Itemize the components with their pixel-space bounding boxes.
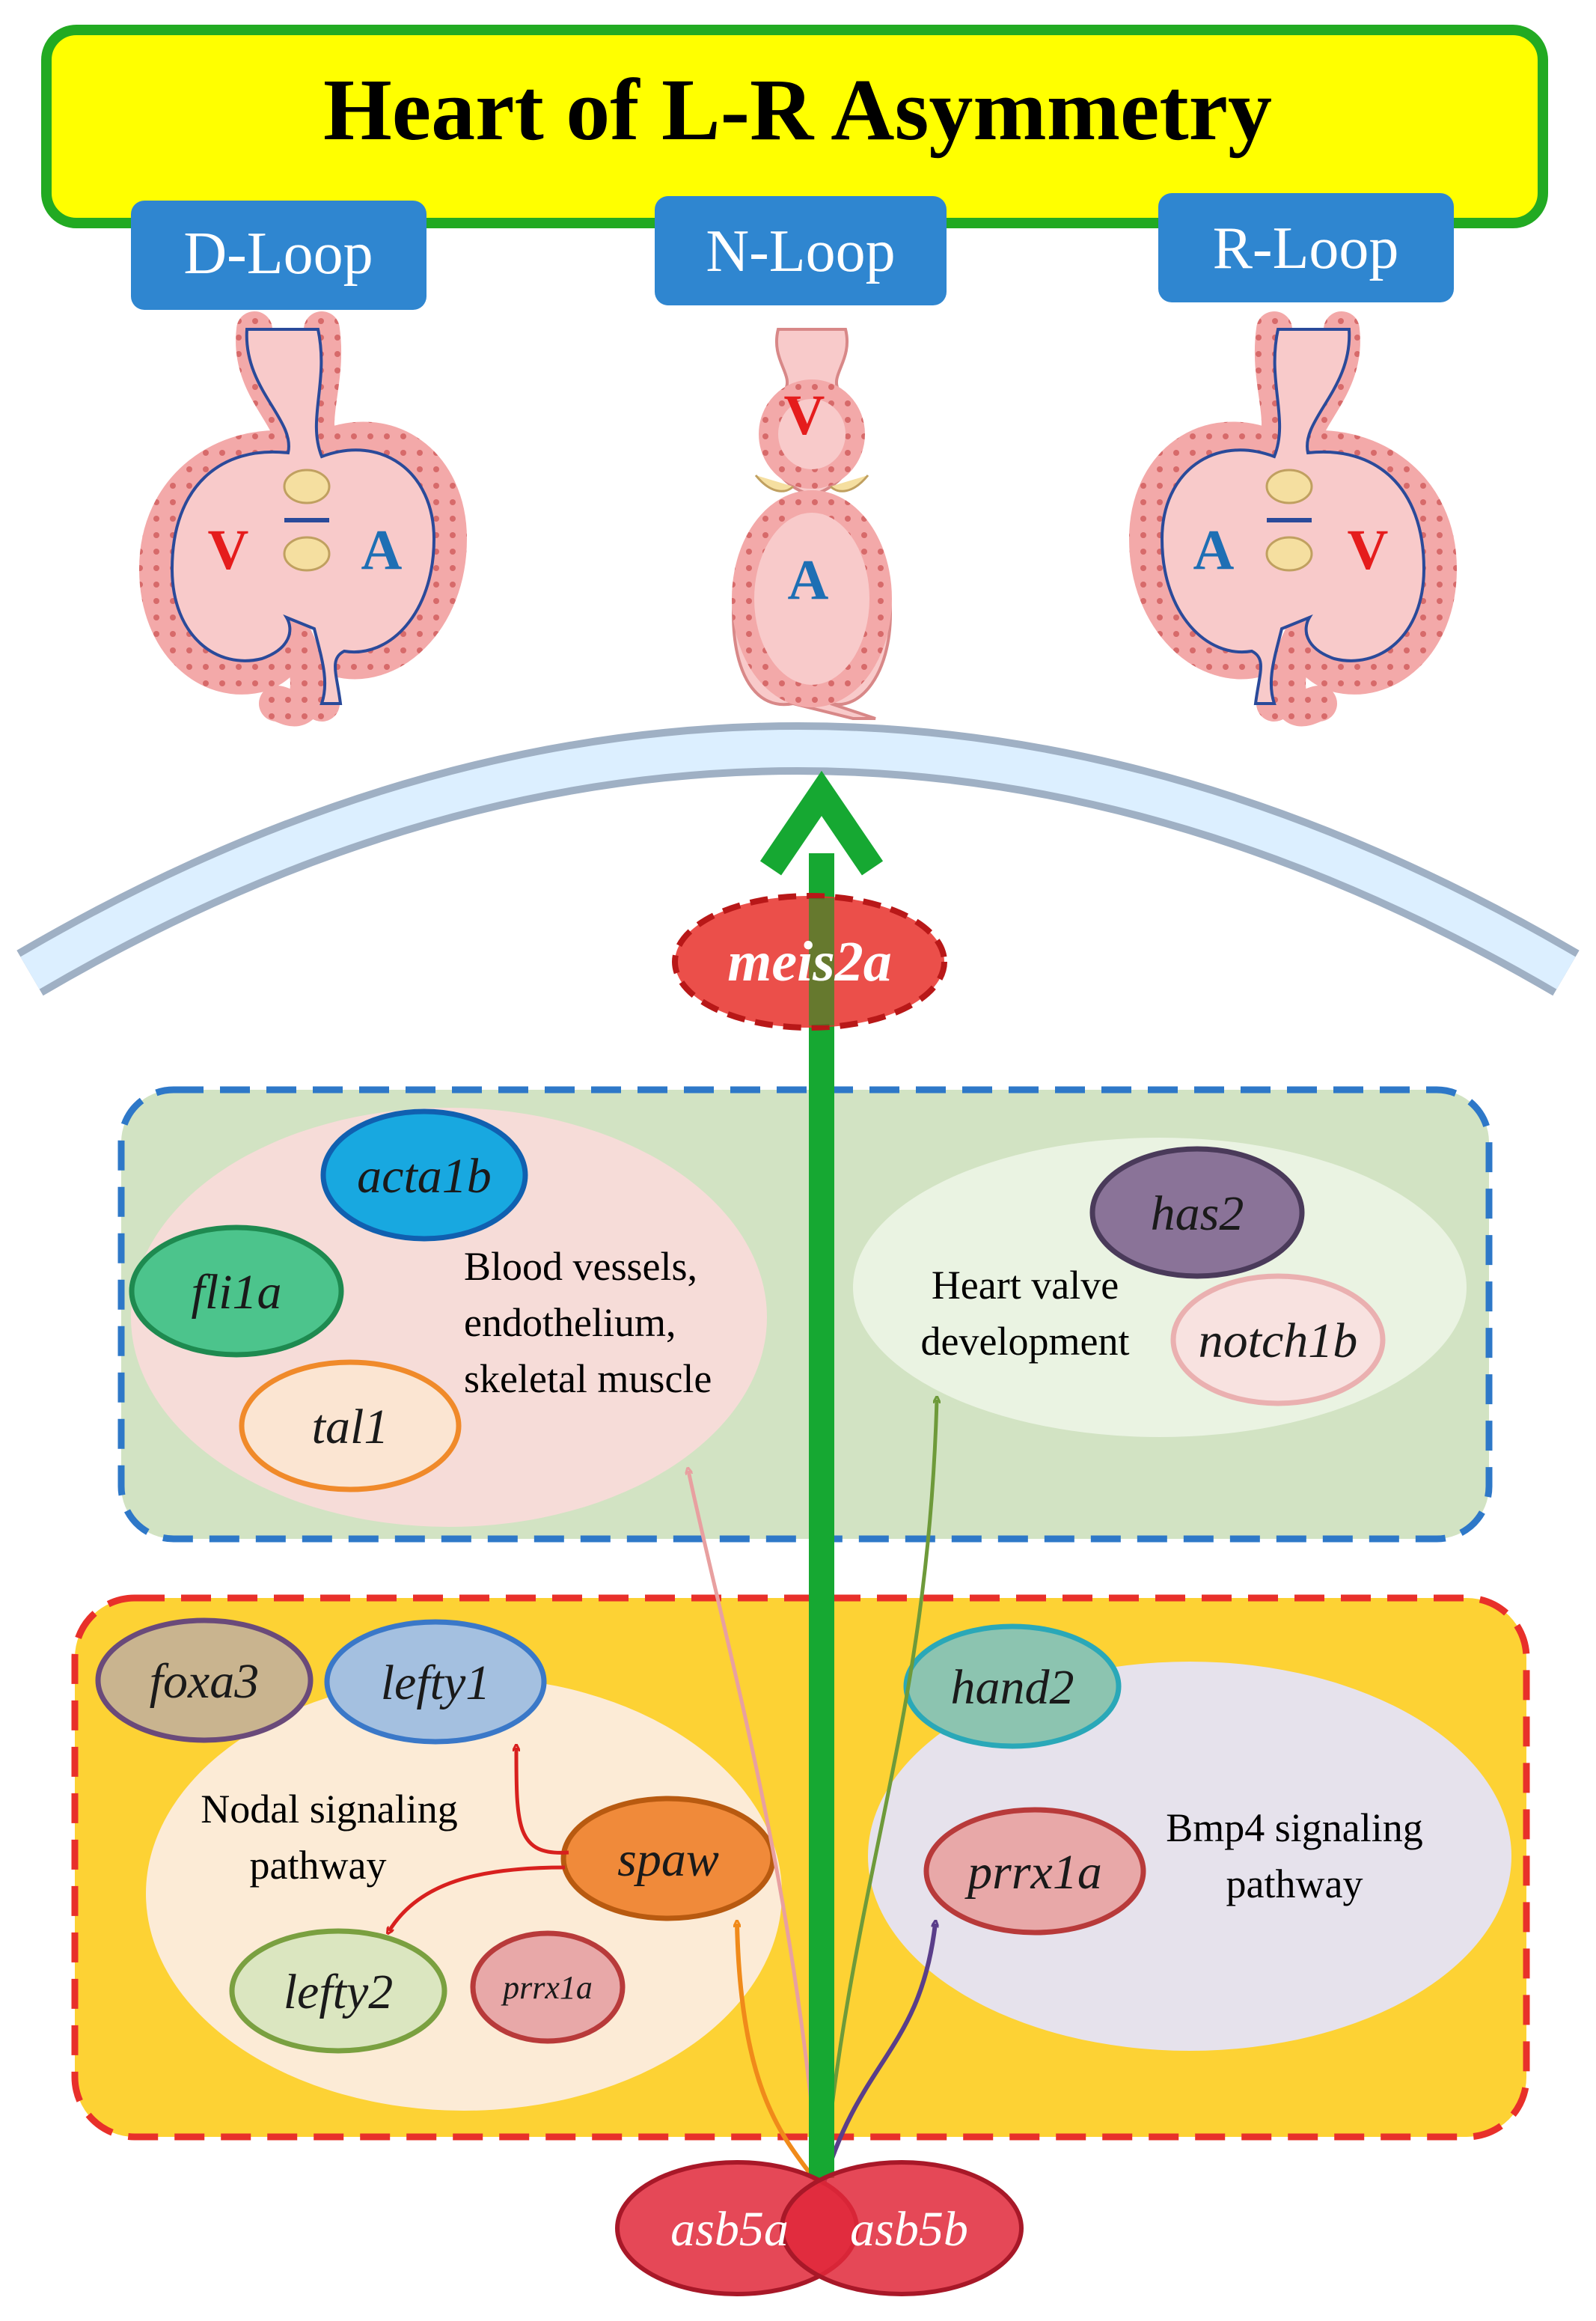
gene-has2-node [1089, 1146, 1305, 1279]
r-loop-ventricle-label: V [1348, 519, 1389, 582]
gene-asb5b-node [780, 2160, 1024, 2296]
n-loop-atrium-label: A [788, 549, 829, 611]
gene-tal1-node [239, 1359, 462, 1492]
gene-meis2a: meis2a [727, 930, 892, 993]
title-text: Heart of L-R Asymmetry [323, 61, 1272, 159]
main-arrow-head [759, 770, 884, 876]
gene-prrx1a-bmp-node [923, 1807, 1146, 1936]
gene-lefty1: lefty1 [381, 1656, 491, 1710]
gene-tal1: tal1 [312, 1400, 389, 1454]
nodal-group-label-1: Nodal signaling [201, 1787, 457, 1832]
cell-membrane [16, 722, 1580, 996]
gene-acta1b: acta1b [357, 1149, 492, 1204]
gene-prrx1a-nodal-node [470, 1930, 626, 2044]
asb5-nodes: asb5a asb5b [615, 2160, 1024, 2296]
arrow-spaw-to-lefty2 [389, 1865, 566, 1931]
valve-group-label-2: development [921, 1319, 1130, 1364]
nodal-group-label-2: pathway [250, 1843, 387, 1888]
arrow-asb5-to-prrx1a [821, 1924, 935, 2186]
gene-fli1a-node [129, 1224, 344, 1358]
bmp-group-ellipse [868, 1662, 1511, 2051]
blood-group-label-1: Blood vessels, [464, 1244, 697, 1289]
gene-asb5b: asb5b [850, 2202, 968, 2257]
title-banner: Heart of L-R Asymmetry [41, 25, 1548, 228]
n-loop-label: N-Loop [706, 219, 895, 284]
n-loop-badge: N-Loop [655, 196, 947, 305]
gene-hand2: hand2 [951, 1660, 1074, 1715]
d-loop-badge: D-Loop [131, 201, 426, 310]
gene-notch1b-node [1170, 1273, 1386, 1406]
bmp-group-label-2: pathway [1226, 1861, 1363, 1906]
gene-hand2-node [903, 1623, 1122, 1749]
gene-prrx1a-bmp: prrx1a [964, 1845, 1102, 1900]
gene-acta1b-node [320, 1108, 528, 1242]
n-loop-heart: V A [731, 328, 893, 720]
meis2a-node: meis2a [672, 893, 947, 1031]
r-loop-label: R-Loop [1213, 216, 1399, 281]
arrow-asb5-to-blood [688, 1471, 822, 2186]
gene-lefty2-node [229, 1928, 447, 2054]
pathway-arrows [389, 770, 937, 2187]
yellow-box: foxa3 lefty1 spaw lefty2 prrx1a Nodal si… [71, 1594, 1530, 2141]
bmp-group-label-1: Bmp4 signaling [1166, 1805, 1423, 1850]
gene-notch1b: notch1b [1199, 1314, 1358, 1368]
d-loop-label: D-Loop [183, 221, 373, 287]
gene-has2: has2 [1151, 1186, 1244, 1241]
gene-fli1a: fli1a [191, 1265, 281, 1320]
valve-group-label-1: Heart valve [932, 1263, 1119, 1308]
r-loop-heart [1128, 311, 1458, 727]
d-loop-heart: V A [138, 311, 468, 727]
arrow-asb5-to-valve [821, 1400, 937, 2186]
gene-spaw: spaw [617, 1832, 719, 1887]
arrow-asb5-to-spaw [737, 1924, 822, 2187]
gene-lefty2: lefty2 [284, 1965, 394, 2019]
green-box: acta1b fli1a tal1 Blood vessels, endothe… [117, 1086, 1493, 1543]
gene-prrx1a-nodal: prrx1a [501, 1969, 593, 2006]
gene-foxa3-node [95, 1617, 314, 1743]
gene-foxa3: foxa3 [150, 1654, 260, 1709]
blood-group-label-2: endothelium, [464, 1300, 676, 1345]
r-loop-atrium-label: A [1193, 519, 1235, 582]
n-loop-ventricle-label: V [784, 384, 825, 447]
d-loop-atrium-label: A [361, 519, 403, 582]
r-loop-badge: R-Loop [1158, 193, 1454, 302]
blood-group-label-3: skeletal muscle [464, 1356, 712, 1401]
d-loop-ventricle-label: V [208, 519, 249, 582]
gene-lefty1-node [324, 1619, 547, 1745]
arrow-spaw-to-lefty1 [516, 1748, 569, 1855]
gene-asb5a: asb5a [670, 2202, 789, 2257]
